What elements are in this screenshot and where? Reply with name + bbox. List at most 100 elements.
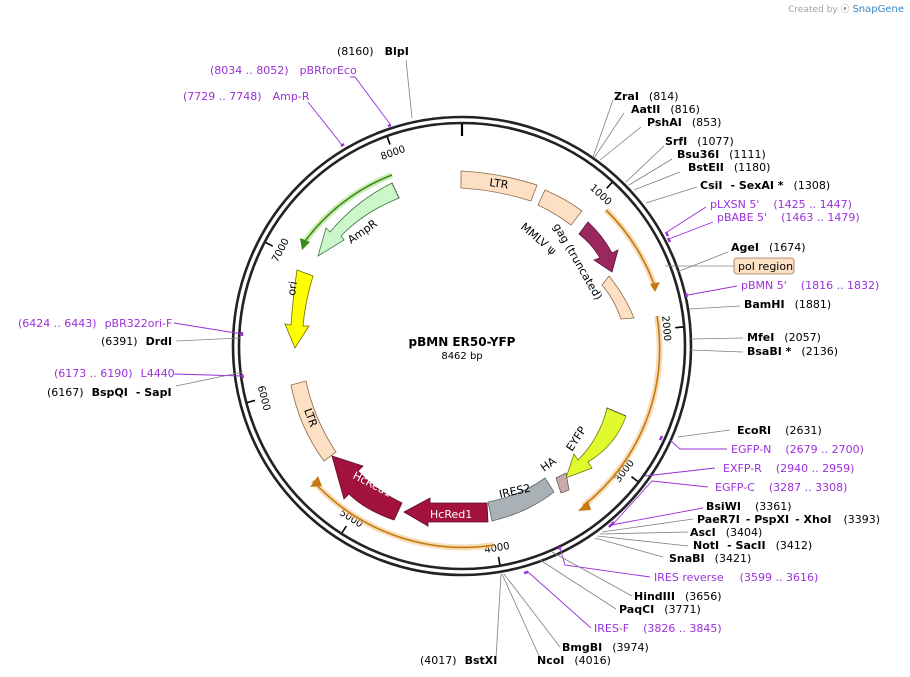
bstxi-name: BstXI [465,654,498,667]
tick-mark-7 [386,136,391,145]
egfpc-name: EGFP-C [715,481,755,494]
ltr-top-feature [460,170,538,202]
bmgbi-pos: (3974) [612,641,649,654]
plxsn-name: pLXSN 5' [710,198,759,211]
svg-text:pBABE 5'(1463 .. 1479): pBABE 5' (1463 .. 1479) [717,211,860,224]
svg-text:ZraI(814): ZraI (814) [614,90,679,103]
bsiwi-pos: (3361) [755,500,792,513]
pol-region-arc-line [605,209,656,288]
agei-name: AgeI [731,241,759,254]
bsiwi-name: BsiWI [706,500,741,513]
bsu36i-name: Bsu36I [677,148,719,161]
ltr-bottom-label: LTR [301,407,320,430]
snabi-pos: (3421) [715,552,752,565]
svg-text:(6391)DrdI: (6391)DrdI [101,335,172,348]
zrai-pos: (814) [649,90,679,103]
tick-label-6: 7000 [270,237,292,265]
ncoi-pos: (4016) [574,654,611,667]
l4440-name: L4440 [141,367,175,380]
aatii-pos: (816) [670,103,700,116]
svg-text:PaqCI(3771): PaqCI (3771) [619,603,701,616]
svg-text:(7729 .. 7748) Amp-R: (7729 .. 7748) Amp-R [183,85,310,104]
asci-pos: (3404) [726,526,763,539]
svg-text:AgeI(1674): AgeI(1674) [731,241,806,254]
pbabe-range: (1463 .. 1479) [781,211,860,224]
bamhi-pos: (1881) [795,298,832,311]
bsabi-pos: (2136) [801,345,838,358]
backbone-inner-ring [237,121,687,571]
tick-mark-6 [265,241,274,247]
ires-rev-range: (3599 .. 3616) [740,571,819,584]
aatii-name: AatII [631,103,660,116]
svg-text:SnaBI(3421): SnaBI (3421) [669,552,751,565]
tick-mark-3 [497,556,501,565]
hcred1-a-label: HcRed1 [430,508,472,521]
blpi-name: BlpI [385,45,409,58]
bspqi-pos: (6167) [47,386,84,399]
svg-text:Bsu36I(1111): Bsu36I(1111) [677,148,766,161]
svg-text:EXFP-R(2940 .. 2959): EXFP-R(2940 .. 2959) [723,462,854,475]
hindiii-name: HindIII [634,590,675,603]
drdi-name: DrdI [146,335,173,348]
eyfp-feature [565,407,627,479]
mfei-name: MfeI [747,331,774,344]
tick-label-5: 6000 [255,385,272,412]
xhoi-name: - XhoI [795,513,831,526]
tick-label-7: 8000 [379,144,407,163]
pbmn-name: pBMN 5' [741,279,787,292]
region-arc-3-line [312,480,495,549]
ampr-primer-range: (7729 .. 7748) [183,90,262,103]
bstxi-pos: (4017) [420,654,457,667]
iresf-name: IRES-F [594,622,629,635]
features [284,170,635,527]
egfpn-range: (2679 .. 2700) [785,443,864,456]
ecori-pos: (2631) [785,424,822,437]
zrai-name: ZraI [614,90,639,103]
tick-label-1: 2000 [659,315,672,341]
leader-lines [173,59,744,659]
svg-text:BsaBI *(2136): BsaBI *(2136) [747,345,838,358]
credit-line: Created by ⦿ SnapGene [788,2,904,15]
paer7i-pos: (3393) [844,513,881,526]
svg-text:BsiWI(3361): BsiWI (3361) [706,500,792,513]
ampr-region-arc-line [302,174,393,245]
svg-text:CsiI- SexAI *(1308): CsiI- SexAI *(1308) [700,179,830,192]
pbr322ori-range: (6424 .. 6443) [18,317,97,330]
tick-mark-4 [341,525,348,534]
site-labels: (8160) BlpI (8034 .. 8052) pBRforEco (77… [18,45,880,667]
paqci-pos: (3771) [664,603,701,616]
svg-text:HindIII(3656): HindIII(3656) [634,590,722,603]
pshai-name: PshAI [647,116,682,129]
backbone-outer-ring [231,115,693,577]
svg-text:MfeI(2057): MfeI(2057) [747,331,821,344]
pol-region-badge: pol region [665,257,795,275]
svg-text:PaeR7I- PspXI- XhoI(3393): PaeR7I- PspXI- XhoI(3393) [697,513,880,526]
pbr322ori-name: pBR322ori-F [105,317,173,330]
blpi-pos: (8160) [337,45,374,58]
paqci-name: PaqCI [619,603,654,616]
csii-pos: (1308) [794,179,831,192]
bspqi-name: BspQI [92,386,128,399]
svg-text:SrfI(1077): SrfI(1077) [665,135,734,148]
egfpn-name: EGFP-N [731,443,771,456]
snabi-name: SnaBI [669,552,705,565]
ires-rev-name: IRES reverse [654,571,724,584]
pbrforeco-range: (8034 .. 8052) [210,64,289,77]
svg-text:PshAI(853): PshAI (853) [647,116,721,129]
pspxi-name: - PspXI [746,513,789,526]
gag-trunc-box [601,275,635,320]
region-arcs [300,172,663,551]
svg-text:(4017)BstXI: (4017) BstXI [420,654,497,667]
svg-text:EGFP-C(3287 .. 3308): EGFP-C(3287 .. 3308) [715,481,847,494]
asci-name: AscI [690,526,716,539]
credit-brand: SnapGene [852,4,904,15]
pshai-pos: (853) [692,116,722,129]
svg-text:pLXSN 5'(1425 .. 1447): pLXSN 5'(1425 .. 1447) [710,198,852,211]
tick-mark-1 [675,326,684,329]
svg-text:IRES reverse(3599 .. 3616): IRES reverse (3599 .. 3616) [654,571,818,584]
ha-label: HA [538,454,559,474]
pbabe-name: pBABE 5' [717,211,767,224]
iresf-range: (3826 .. 3845) [643,622,722,635]
